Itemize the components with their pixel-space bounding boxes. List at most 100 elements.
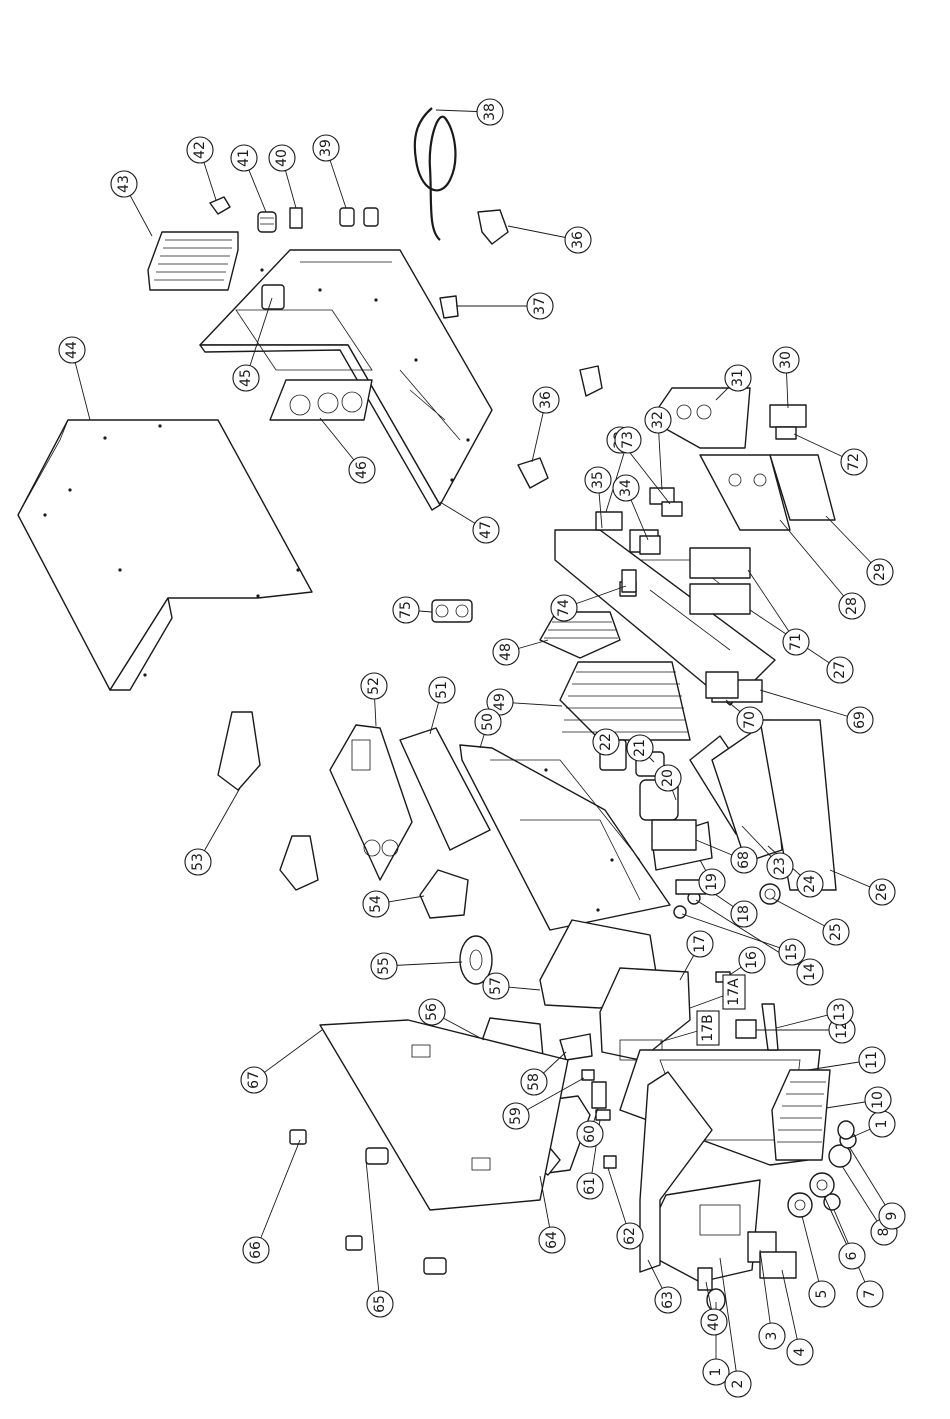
callout-number: 45 — [238, 369, 254, 387]
callout-number: 70 — [742, 711, 758, 729]
callout-67: 67 — [241, 1067, 267, 1093]
callout-29: 29 — [867, 559, 893, 585]
part-36-bracket-lower — [518, 458, 548, 488]
callout-32: 32 — [645, 407, 671, 433]
callout-number: 4 — [792, 1347, 808, 1356]
callout-number: 3 — [764, 1332, 780, 1341]
callout-30: 30 — [773, 347, 799, 373]
callout-number: 52 — [366, 677, 382, 695]
part-44-top-cover — [18, 420, 312, 690]
callout-number: 46 — [354, 461, 370, 479]
callout-64: 64 — [539, 1227, 565, 1253]
callout-3: 3 — [759, 1323, 785, 1349]
callout-number: 24 — [802, 875, 818, 893]
callout-21: 21 — [627, 735, 653, 761]
callout-69: 69 — [847, 707, 873, 733]
part-46-fans — [270, 380, 372, 420]
callout-number: 69 — [852, 711, 868, 729]
callout-14: 14 — [797, 959, 823, 985]
callout-17: 17 — [687, 931, 713, 957]
callout-number: 50 — [480, 713, 496, 731]
callout-number: 75 — [398, 601, 414, 619]
callout-number: 32 — [650, 411, 666, 429]
part-15-connector — [674, 906, 686, 918]
callout-number: 13 — [832, 1003, 848, 1021]
part-1-knob-side — [838, 1121, 854, 1139]
callout-number: 1 — [708, 1368, 724, 1377]
callout-71: 71 — [783, 629, 809, 655]
callout-5: 5 — [809, 1281, 835, 1307]
callout-39: 39 — [313, 135, 339, 161]
callout-number: 58 — [526, 1073, 542, 1091]
callout-number: 38 — [482, 103, 498, 121]
callout-62: 62 — [617, 1223, 643, 1249]
part-43-grille-panel — [148, 232, 238, 290]
callout-number: 23 — [772, 857, 788, 875]
callout-41: 41 — [231, 145, 257, 171]
part-12-gasket-upper — [776, 427, 796, 439]
callout-28: 28 — [839, 593, 865, 619]
callout-number: 57 — [488, 977, 504, 995]
part-27-capacitors — [690, 584, 750, 614]
part-40-plate-lower — [698, 1268, 712, 1290]
part-73-relay — [596, 512, 622, 530]
callout-27: 27 — [827, 657, 853, 683]
callout-number: 73 — [620, 431, 636, 449]
callout-17a: 17A — [723, 975, 745, 1009]
callout-60: 60 — [577, 1121, 603, 1147]
callout-number: 15 — [784, 943, 800, 961]
part-58-bracket — [560, 1034, 592, 1060]
callout-number: 19 — [704, 873, 720, 891]
callout-number: 72 — [846, 453, 862, 471]
callout-66: 66 — [243, 1237, 269, 1263]
callout-38: 38 — [477, 99, 503, 125]
callout-72: 72 — [841, 449, 867, 475]
callout-number: 43 — [116, 175, 132, 193]
part-68-module — [652, 820, 696, 850]
part-6-socket — [810, 1173, 834, 1197]
callout-34: 34 — [613, 475, 639, 501]
callout-48: 48 — [493, 639, 519, 665]
callout-number: 42 — [192, 141, 208, 159]
callout-number: 2 — [730, 1380, 746, 1389]
callout-24: 24 — [797, 871, 823, 897]
leader-line — [366, 1160, 380, 1304]
callout-number: 61 — [582, 1177, 598, 1195]
callout-53: 53 — [185, 849, 211, 875]
part-60-connector — [592, 1082, 606, 1108]
callout-number: 17 — [692, 935, 708, 953]
callout-9: 9 — [879, 1203, 905, 1229]
callout-42: 42 — [187, 137, 213, 163]
callout-73: 73 — [615, 427, 641, 453]
leader-line — [780, 520, 852, 606]
part-74-board — [622, 570, 636, 592]
callout-23: 23 — [767, 853, 793, 879]
part-13-strip — [762, 1004, 778, 1050]
part-33-clamp — [662, 502, 682, 516]
callout-16: 16 — [739, 947, 765, 973]
callout-number: 71 — [788, 633, 804, 651]
callout-74: 74 — [551, 595, 577, 621]
callout-number: 44 — [64, 341, 80, 359]
part-66-foot-b — [346, 1236, 362, 1250]
callout-51: 51 — [429, 677, 455, 703]
callout-number: 59 — [508, 1107, 524, 1125]
callout-20: 20 — [655, 765, 681, 791]
callout-number: 37 — [532, 297, 548, 315]
callout-number: 28 — [844, 597, 860, 615]
callout-31: 31 — [725, 365, 751, 391]
callout-number: 9 — [884, 1212, 900, 1221]
callout-number: 18 — [736, 905, 752, 923]
callout-36: 36 — [533, 387, 559, 413]
callout-number: 53 — [190, 853, 206, 871]
callout-number: 36 — [570, 231, 586, 249]
part-4-label — [760, 1252, 796, 1278]
callout-number: 63 — [660, 1291, 676, 1309]
callout-number: 7 — [862, 1290, 878, 1299]
part-71-capacitors — [690, 548, 750, 578]
callout-number: 60 — [582, 1125, 598, 1143]
callout-61: 61 — [577, 1173, 603, 1199]
callout-number: 34 — [618, 479, 634, 497]
part-30-small-board — [770, 405, 806, 427]
part-48-heatsink — [540, 612, 620, 658]
